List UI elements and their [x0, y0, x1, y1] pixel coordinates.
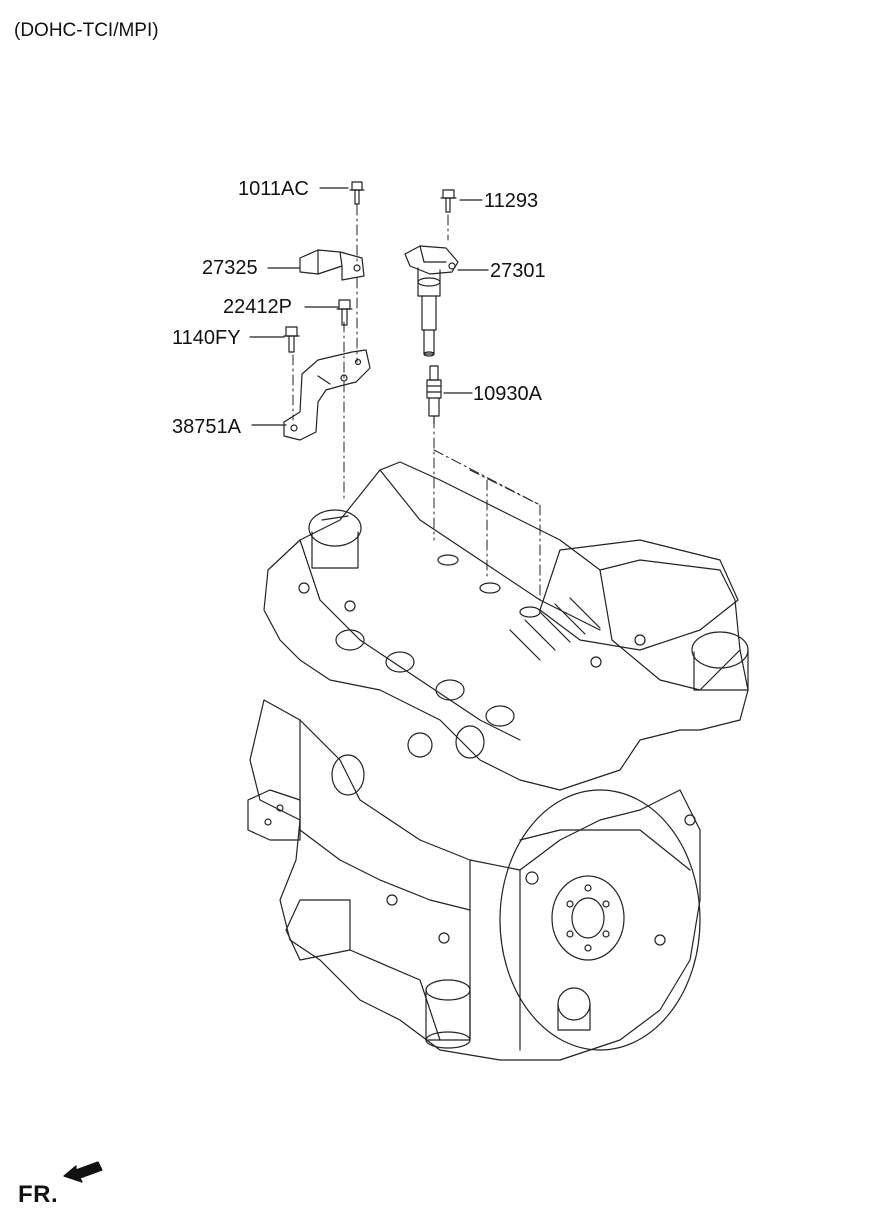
part-label-22412p[interactable]: 22412P [223, 296, 292, 318]
leader-lines [249, 187, 489, 426]
knock-sensor-27325[interactable] [299, 249, 365, 281]
part-label-11293[interactable]: 11293 [484, 190, 539, 212]
front-direction-label: FR. [18, 1181, 59, 1208]
bracket-38751a[interactable] [283, 349, 371, 441]
engine-variant-header: (DOHC-TCI/MPI) [14, 20, 159, 41]
bolt-1140fy[interactable] [283, 326, 300, 353]
engine-assembly [247, 461, 749, 1061]
part-label-38751a[interactable]: 38751A [172, 416, 241, 438]
ignition-coil-27301[interactable] [404, 245, 459, 357]
bolt-11293[interactable] [440, 189, 457, 213]
bolt-1011ac[interactable] [349, 181, 365, 205]
part-label-1140fy[interactable]: 1140FY [172, 327, 241, 349]
alignment-dash-lines [292, 204, 541, 601]
part-label-10930a[interactable]: 10930A [473, 383, 542, 405]
part-label-27325[interactable]: 27325 [202, 257, 258, 279]
part-label-1011ac[interactable]: 1011AC [238, 178, 309, 200]
spark-plug-10930a[interactable] [426, 365, 442, 425]
bolt-22412p[interactable] [336, 299, 353, 326]
front-direction-arrow-icon [63, 1161, 103, 1183]
part-label-27301[interactable]: 27301 [490, 260, 546, 282]
